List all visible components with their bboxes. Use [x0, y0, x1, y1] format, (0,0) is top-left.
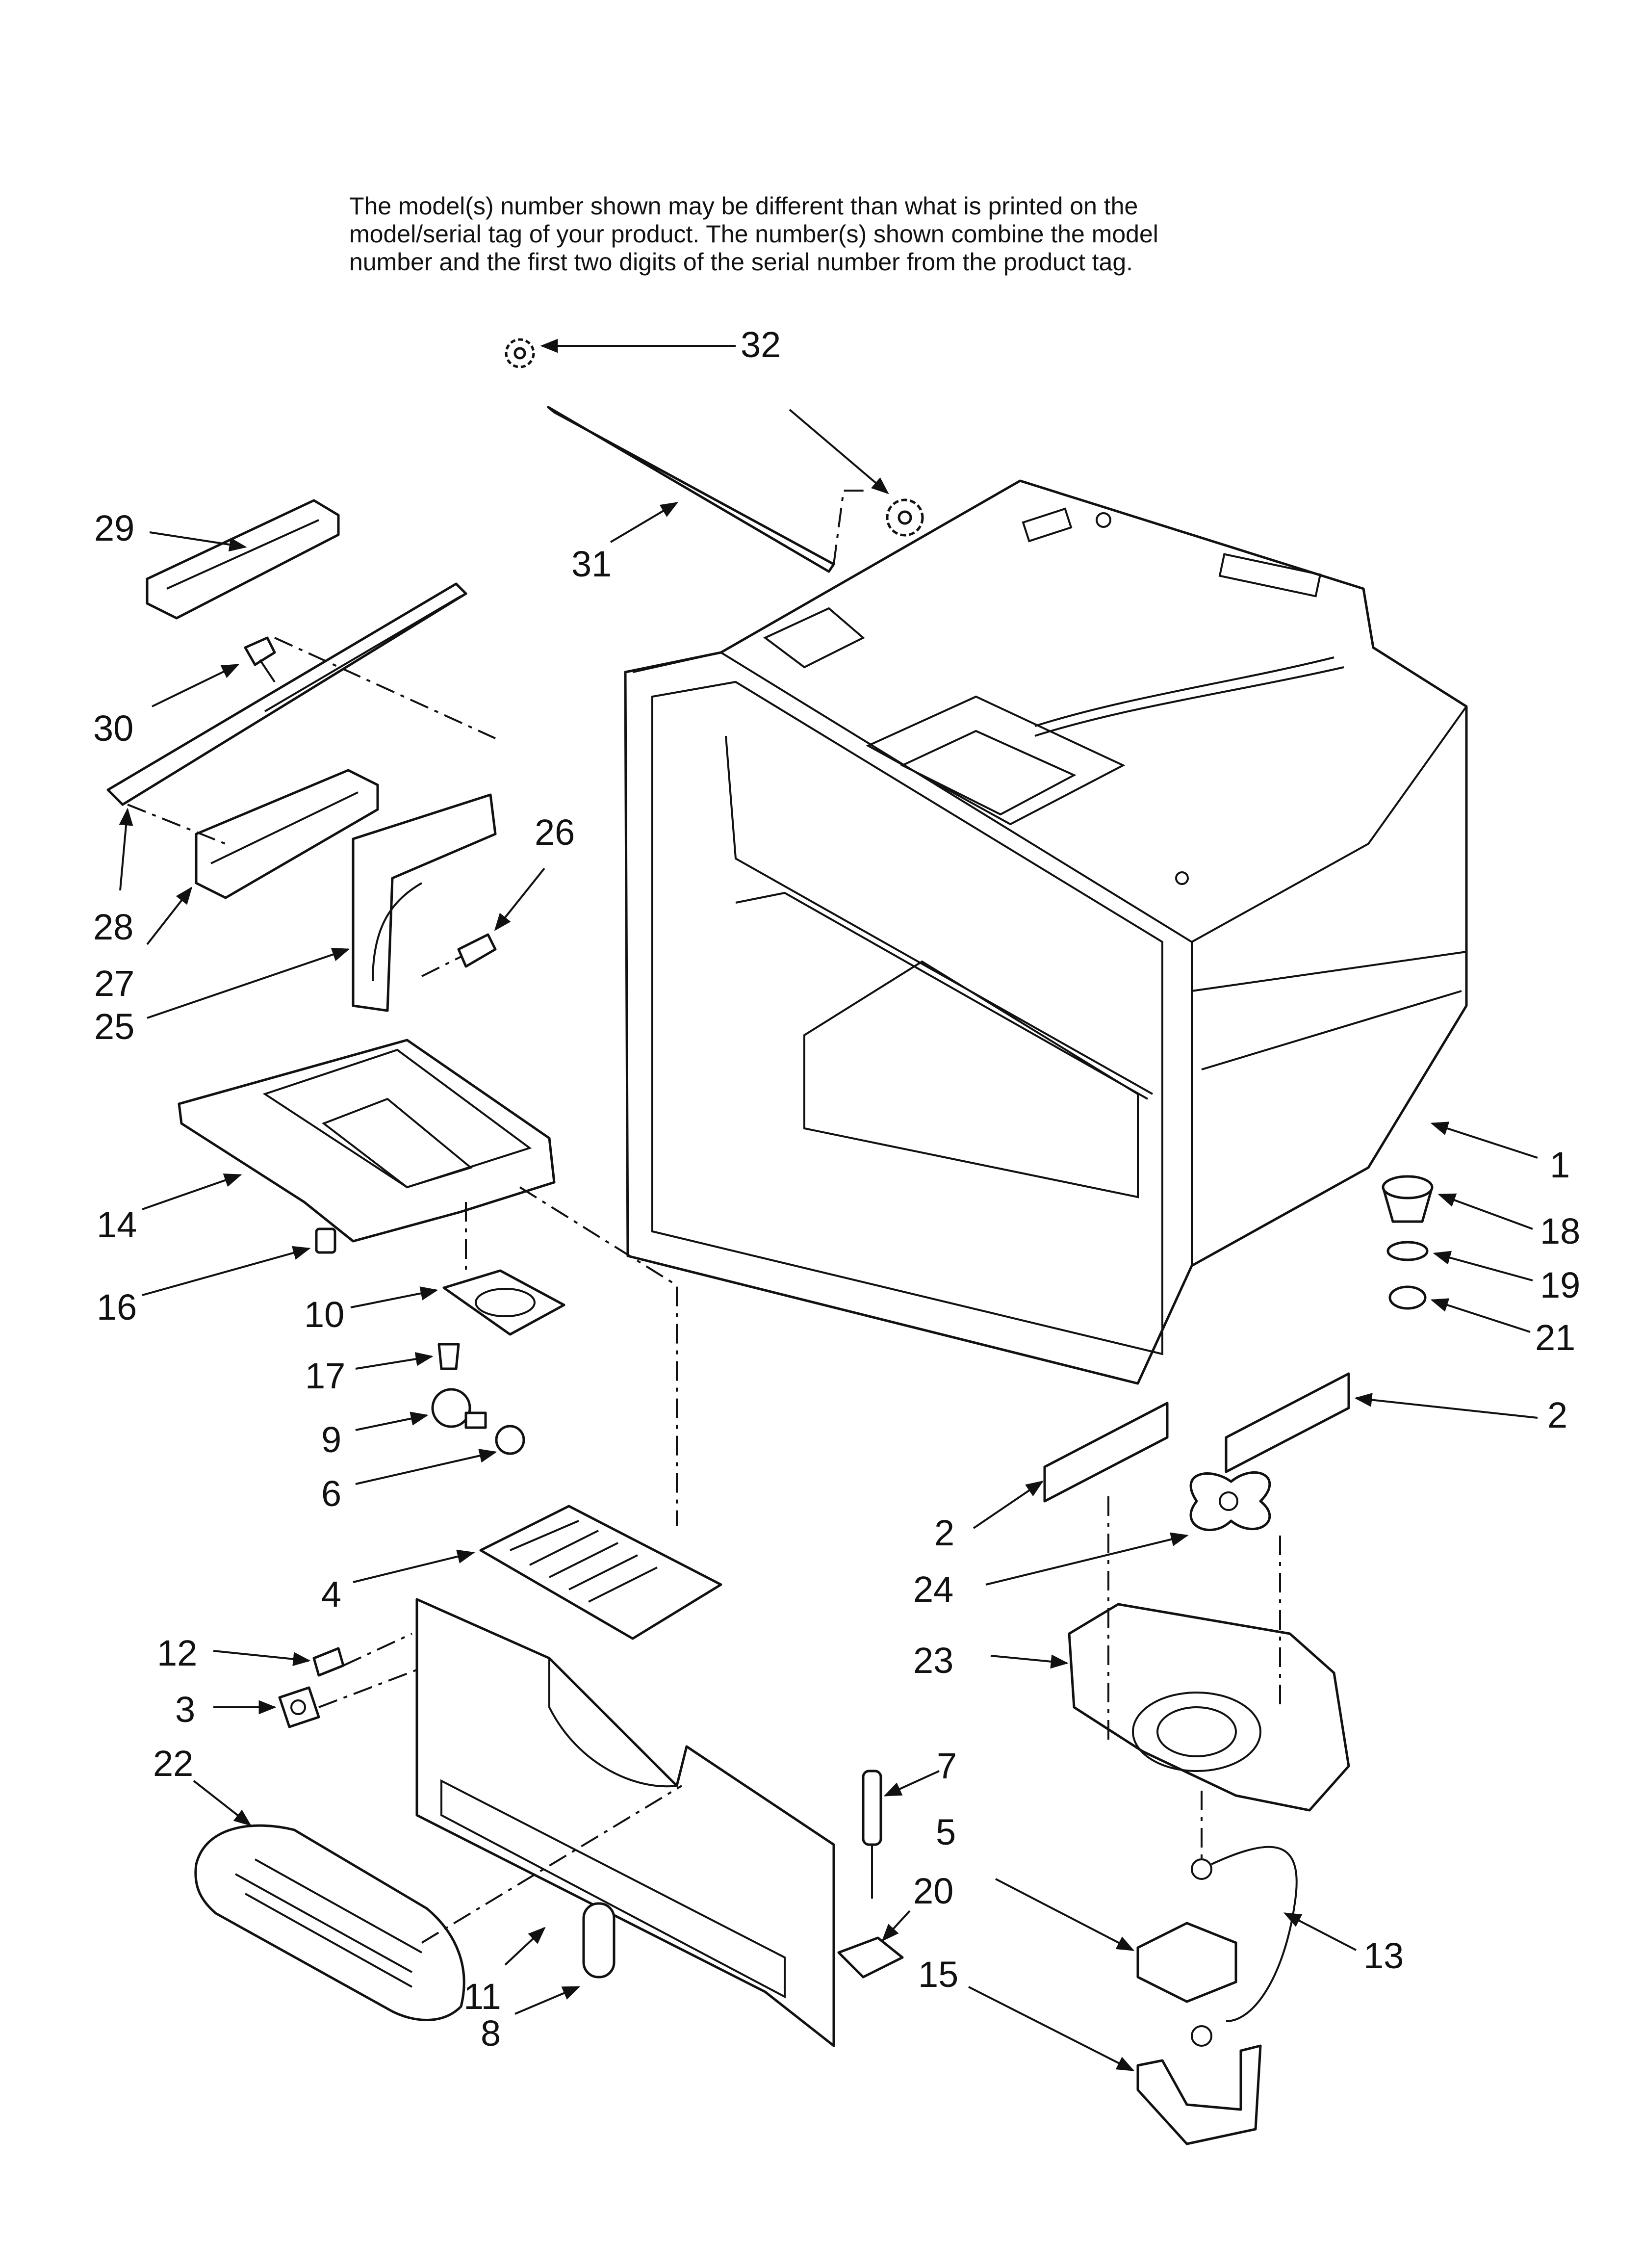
callout-29: 29	[94, 508, 134, 548]
notice-line-1: The model(s) number shown may be differe…	[349, 192, 1138, 220]
part-6-socket	[495, 1425, 525, 1455]
callout-3: 3	[175, 1689, 195, 1730]
part-8-clip	[582, 1902, 616, 1979]
part-5-evaporator-fan-motor	[1136, 1791, 1237, 2003]
part-10-lamp-cover	[442, 1269, 565, 1336]
dash-guide-12	[343, 1633, 412, 1667]
callout-4: 4	[321, 1574, 341, 1615]
part-29-rail-bracket	[146, 499, 340, 620]
part-4-evaporator-cover-tray	[479, 1505, 722, 1640]
callout-23: 23	[913, 1640, 953, 1681]
model-number-notice: The model(s) number shown may be differe…	[349, 192, 1379, 276]
notice-line-3: number and the first two digits of the s…	[349, 248, 1133, 276]
callout-10: 10	[304, 1294, 344, 1335]
callout-13: 13	[1363, 1935, 1404, 1976]
callout-32: 32	[741, 324, 781, 365]
callout-22: 22	[153, 1743, 193, 1784]
part-21-grommet	[1388, 1285, 1427, 1310]
dash-guide-29	[274, 637, 496, 739]
part-11-rear-panel	[415, 1598, 835, 2047]
part-9-bulb	[431, 1388, 487, 1429]
callout-5: 5	[936, 1812, 956, 1852]
part-23-fan-shroud	[1068, 1603, 1350, 1812]
part-22-front-grille	[194, 1824, 465, 2021]
part-15-motor-bracket	[1136, 2025, 1262, 2145]
notice-line-2: model/serial tag of your product. The nu…	[349, 220, 1158, 248]
part-12-screw	[312, 1647, 345, 1677]
part-16-switch	[315, 1227, 336, 1254]
callout-19: 19	[1540, 1265, 1580, 1305]
callout-26: 26	[535, 812, 575, 853]
callout-31: 31	[571, 544, 612, 584]
part-28-slide-rail	[106, 582, 467, 806]
part-2-insulation-pads	[1043, 1372, 1350, 1503]
part-3-thermistor	[278, 1686, 320, 1728]
callout-11: 11	[463, 1976, 501, 2017]
part-13-wire-harness	[1211, 1846, 1298, 2022]
part-18-cap	[1382, 1175, 1434, 1223]
part-17-screw	[437, 1343, 460, 1370]
callout-25: 25	[94, 1006, 134, 1047]
callout-16: 16	[97, 1287, 137, 1328]
callout-12: 12	[157, 1633, 197, 1673]
callout-8: 8	[481, 2013, 501, 2054]
callout-14: 14	[97, 1204, 137, 1245]
part-1-freezer-liner	[624, 479, 1468, 1385]
callout-28: 28	[93, 907, 133, 947]
dash-guide-28	[127, 804, 226, 845]
callout-27: 27	[94, 963, 134, 1004]
callout-6: 6	[321, 1473, 341, 1514]
part-26-screw	[421, 933, 497, 977]
callout-7: 7	[937, 1746, 957, 1786]
callout-21: 21	[1535, 1317, 1575, 1358]
callout-15: 15	[918, 1954, 958, 1995]
part-32-gears	[505, 338, 924, 537]
part-30-screw	[244, 636, 276, 683]
callout-labels: 32 31 29 30 28 27 25 26 14 16 10 17 9 6 …	[93, 324, 1580, 2054]
dash-guide-3	[318, 1667, 422, 1708]
callout-18: 18	[1540, 1211, 1580, 1251]
callout-17: 17	[305, 1356, 345, 1396]
part-24-fan-blade	[1189, 1471, 1271, 1532]
part-14-light-housing	[178, 1039, 556, 1243]
callout-1: 1	[1550, 1145, 1570, 1185]
leader-lines	[119, 339, 1538, 2071]
callout-2-right: 2	[1547, 1395, 1567, 1435]
dash-guide-tray	[519, 1186, 678, 1526]
part-20-insulation	[837, 1936, 904, 1979]
part-25-mounting-bracket	[352, 793, 497, 1012]
dash-guide-22	[421, 1785, 683, 1944]
callout-20: 20	[913, 1871, 953, 1911]
part-31-shaft	[547, 406, 868, 573]
part-19-ring	[1386, 1241, 1429, 1261]
callout-9: 9	[321, 1419, 341, 1460]
part-27-rail-bracket	[195, 769, 379, 899]
callout-30: 30	[93, 708, 133, 749]
callout-24: 24	[913, 1569, 953, 1610]
callout-2-left: 2	[934, 1512, 954, 1553]
part-7-heater	[862, 1770, 882, 1899]
